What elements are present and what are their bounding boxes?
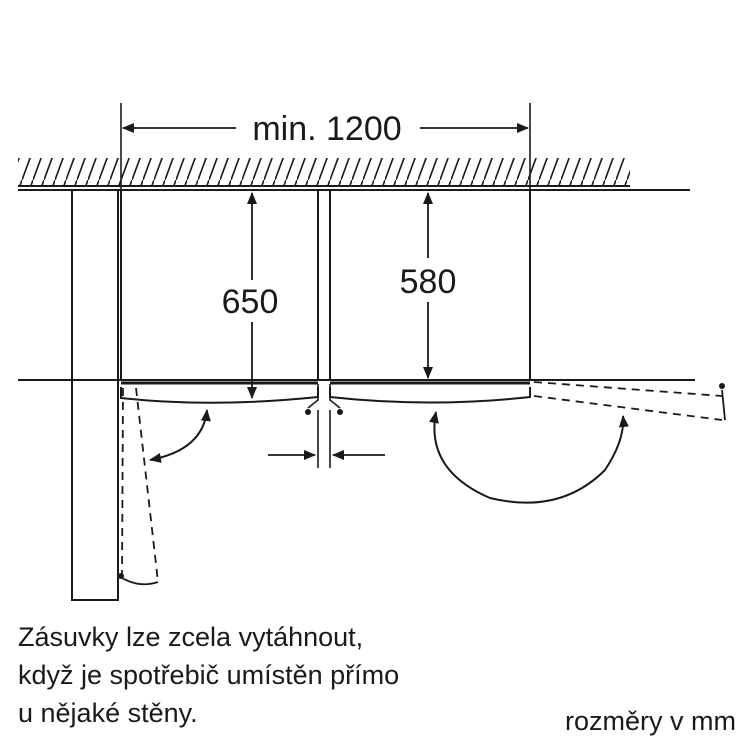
- units-label: rozměry v mm: [565, 706, 736, 736]
- note-text: Zásuvky lze zcela vytáhnout, když je spo…: [18, 618, 399, 732]
- right-depth-label: 580: [400, 263, 457, 301]
- note-line: u nějaké stěny.: [18, 698, 198, 728]
- left-cabinet: [120, 190, 319, 385]
- right-door-closed: [329, 387, 531, 404]
- right-cabinet: [329, 190, 531, 385]
- right-depth-dimension: 580: [400, 192, 457, 379]
- width-dimension-label: min. 1200: [252, 110, 401, 148]
- left-depth-label: 650: [222, 283, 279, 321]
- note-line: Zásuvky lze zcela vytáhnout,: [18, 622, 364, 652]
- gap-indicator: [268, 410, 385, 468]
- right-swing-arc: [429, 411, 629, 504]
- back-wall: [18, 158, 690, 191]
- center-hinges: [305, 384, 343, 415]
- note-line: když je spotřebič umístěn přímo: [18, 660, 400, 690]
- left-swing-arc: [149, 409, 211, 463]
- left-depth-dimension: 650: [222, 192, 279, 399]
- left-door-open: [118, 387, 159, 586]
- side-wall: [71, 189, 119, 601]
- width-dimension: min. 1200: [120, 103, 531, 190]
- left-door-closed: [120, 387, 319, 404]
- right-door-open: [533, 381, 726, 421]
